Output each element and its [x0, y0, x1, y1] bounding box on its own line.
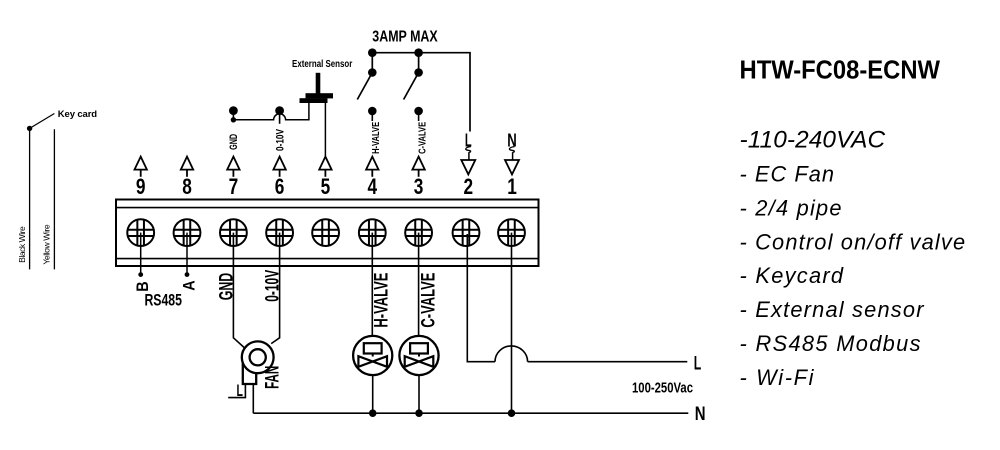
svg-text:L: L — [694, 353, 702, 374]
svg-text:1: 1 — [507, 174, 517, 199]
svg-text:0-10V: 0-10V — [275, 129, 287, 151]
svg-text:RS485: RS485 — [144, 292, 182, 310]
svg-text:- External sensor: - External sensor — [740, 297, 925, 322]
svg-text:4: 4 — [368, 174, 378, 199]
svg-text:- EC Fan: - EC Fan — [740, 162, 835, 187]
svg-text:C-VALVE: C-VALVE — [416, 122, 428, 154]
svg-text:100-250Vac: 100-250Vac — [632, 380, 693, 396]
svg-text:GND: GND — [216, 273, 237, 301]
svg-text:- Keycard: - Keycard — [740, 263, 844, 288]
svg-text:6: 6 — [275, 174, 285, 199]
svg-text:N: N — [695, 404, 706, 425]
svg-text:HTW-FC08-ECNW: HTW-FC08-ECNW — [740, 56, 941, 84]
svg-text:FAN: FAN — [262, 366, 283, 389]
svg-text:Black Wire: Black Wire — [17, 226, 27, 263]
svg-text:L: L — [465, 129, 472, 150]
svg-text:- Wi-Fi: - Wi-Fi — [740, 365, 815, 390]
svg-text:External Sensor: External Sensor — [292, 59, 352, 70]
svg-text:C-VALVE: C-VALVE — [419, 273, 440, 328]
svg-text:- RS485 Modbus: - RS485 Modbus — [740, 331, 921, 356]
svg-text:3AMP MAX: 3AMP MAX — [372, 29, 438, 46]
svg-text:8: 8 — [182, 174, 192, 199]
svg-text:- 2/4 pipe: - 2/4 pipe — [740, 195, 842, 220]
svg-text:B: B — [134, 281, 152, 291]
svg-text:-110-240VAC: -110-240VAC — [740, 127, 886, 154]
svg-text:N: N — [507, 129, 517, 150]
svg-text:2: 2 — [464, 174, 474, 199]
svg-text:Yellow Wire: Yellow Wire — [42, 224, 52, 265]
svg-text:- Control on/off valve: - Control on/off valve — [740, 229, 966, 254]
svg-text:3: 3 — [414, 174, 424, 199]
svg-text:Key card: Key card — [58, 109, 97, 120]
svg-text:9: 9 — [136, 174, 146, 199]
svg-text:0-10V: 0-10V — [262, 270, 283, 302]
svg-text:H-VALVE: H-VALVE — [370, 122, 382, 154]
svg-text:7: 7 — [229, 174, 239, 199]
svg-text:H-VALVE: H-VALVE — [371, 273, 392, 328]
svg-text:5: 5 — [321, 174, 331, 199]
svg-text:GND: GND — [228, 134, 240, 150]
svg-text:A: A — [180, 280, 198, 290]
svg-text:L: L — [237, 382, 243, 400]
